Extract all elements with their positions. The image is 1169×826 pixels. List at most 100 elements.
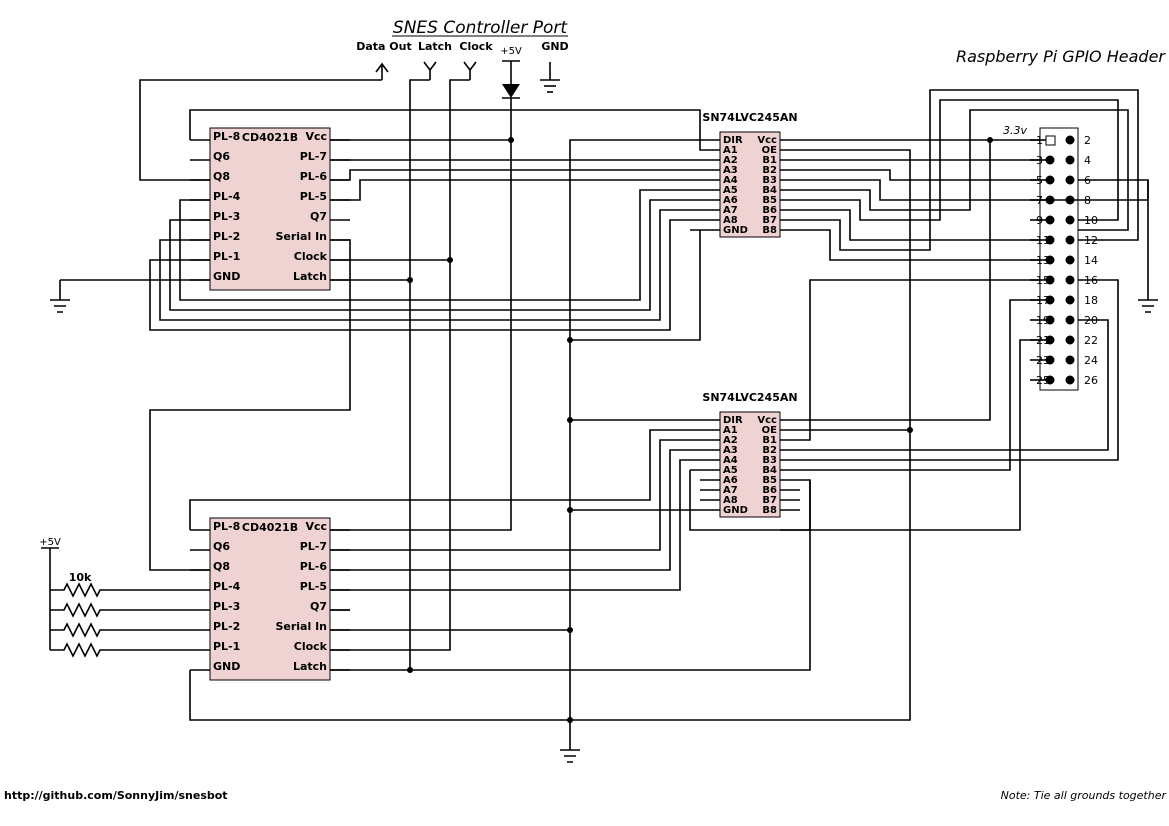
ground-icon (1138, 180, 1158, 313)
gpio-title: Raspberry Pi GPIO Header (956, 47, 1166, 66)
pin-label: PL-3 (213, 210, 240, 223)
pin-label: PL-4 (213, 580, 241, 593)
gpio-pin-number: 4 (1084, 154, 1091, 167)
chip-name-label: CD4021B (242, 131, 298, 144)
pin-label: A7 (723, 205, 738, 216)
pin-label: Latch (293, 270, 327, 283)
resistor-icon (50, 602, 190, 618)
footer-url: http://github.com/SonnyJim/snesbot (4, 789, 228, 802)
pin-label: PL-8 (213, 130, 240, 143)
pin-label: A8 (723, 215, 738, 226)
pin-label: B8 (762, 505, 777, 516)
pin-label: PL-7 (300, 150, 327, 163)
resistor-value-label: 10k (69, 571, 92, 584)
gpio-pin-dot (1065, 215, 1075, 225)
pin-label: PL-2 (213, 230, 240, 243)
gpio-pin-dot (1045, 375, 1055, 385)
footer-note: Note: Tie all grounds together (1001, 789, 1168, 802)
pin-label: PL-3 (213, 600, 240, 613)
resistor-icon (50, 582, 190, 598)
pin-label: B5 (762, 195, 777, 206)
snes-ground-icon (540, 62, 560, 93)
pin-label: PL-5 (300, 190, 327, 203)
gpio-pin-dot (1045, 255, 1055, 265)
pin-label: A3 (723, 445, 738, 456)
gpio-pin-dot (1045, 295, 1055, 305)
pin-label: PL-1 (213, 640, 240, 653)
gpio-pin-dot (1045, 275, 1055, 285)
snes-pin-data-out: Data Out (356, 40, 412, 53)
gpio-pin-number: 24 (1084, 354, 1098, 367)
pin-label: B2 (762, 165, 777, 176)
pullup-supply-label: +5V (39, 537, 61, 548)
gpio-pin1-square (1045, 135, 1056, 146)
pin-label: B7 (762, 215, 777, 226)
pin-label: B4 (762, 185, 777, 196)
pin-label: A1 (723, 145, 738, 156)
pin-label: A6 (723, 195, 738, 206)
ground-icon (50, 280, 70, 313)
pin-label: B3 (762, 175, 777, 186)
pin-label: A2 (723, 155, 738, 166)
gpio-pin-dot (1045, 355, 1055, 365)
pin-label: Q8 (213, 560, 230, 573)
gpio-pin-dot (1065, 235, 1075, 245)
pullup-resistors (41, 547, 190, 658)
pin-label: OE (762, 425, 778, 436)
sn74-top-title: SN74LVC245AN (702, 111, 797, 124)
sn74-top: DIRA1A2A3A4A5A6A7A8GNDVccOEB1B2B3B4B5B6B… (719, 131, 781, 238)
pin-label: PL-4 (213, 190, 241, 203)
pin-label: Q6 (213, 540, 230, 553)
snes-pin-latch: Latch (418, 40, 452, 53)
gpio-pin-dot (1045, 155, 1055, 165)
pin-label: B1 (762, 435, 777, 446)
pin-label: PL-8 (213, 520, 240, 533)
wiring (60, 79, 1149, 723)
data-out-arrow-icon (375, 62, 389, 80)
gpio-pin-dot (1045, 215, 1055, 225)
gpio-header-body (1039, 127, 1079, 391)
pin-label: A1 (723, 425, 738, 436)
pin-label: A4 (723, 175, 738, 186)
pin-label: A3 (723, 165, 738, 176)
snes-pin-gnd: GND (541, 40, 568, 53)
pin-label: Vcc (305, 520, 327, 533)
gpio-voltage-label: 3.3v (1003, 124, 1027, 137)
pin-label: Q7 (310, 210, 327, 223)
pin-label: PL-1 (213, 250, 240, 263)
gpio-pin-dot (1065, 135, 1075, 145)
clock-fork-icon (463, 61, 477, 80)
pin-label: Serial In (275, 230, 327, 243)
gpio-pin-dot (1065, 335, 1075, 345)
cd4021b-top: CD4021BPL-8Q6Q8PL-4PL-3PL-2PL-1GNDVccPL-… (209, 127, 331, 291)
pin-label: GND (213, 270, 240, 283)
pin-label: PL-2 (213, 620, 240, 633)
pin-label: B5 (762, 475, 777, 486)
pin-label: Clock (294, 640, 328, 653)
gpio-pin-dot (1065, 355, 1075, 365)
ground-icon (560, 720, 580, 763)
pin-label: Vcc (757, 135, 777, 146)
pin-label: A8 (723, 495, 738, 506)
gpio-pin-number: 18 (1084, 294, 1098, 307)
pin-label: B2 (762, 445, 777, 456)
pin-label: B4 (762, 465, 777, 476)
latch-fork-icon (423, 61, 437, 80)
pin-label: Q6 (213, 150, 230, 163)
gpio-pin-number: 14 (1084, 254, 1098, 267)
pin-label: B1 (762, 155, 777, 166)
chip-name-label: CD4021B (242, 521, 298, 534)
gpio-pin-dot (1065, 315, 1075, 325)
pin-label: B3 (762, 455, 777, 466)
cd4021b-bottom: CD4021BPL-8Q6Q8PL-4PL-3PL-2PL-1GNDVccPL-… (209, 517, 331, 681)
pin-label: A5 (723, 185, 738, 196)
gpio-pin-dot (1065, 295, 1075, 305)
pin-label: Serial In (275, 620, 327, 633)
pin-label: Q7 (310, 600, 327, 613)
gpio-pin-dot (1065, 155, 1075, 165)
sn74-bottom: DIRA1A2A3A4A5A6A7A8GNDVccOEB1B2B3B4B5B6B… (719, 411, 781, 518)
gpio-pin-dot (1065, 175, 1075, 185)
pin-label: B7 (762, 495, 777, 506)
pin-label: PL-7 (300, 540, 327, 553)
gpio-pin-dot (1045, 315, 1055, 325)
